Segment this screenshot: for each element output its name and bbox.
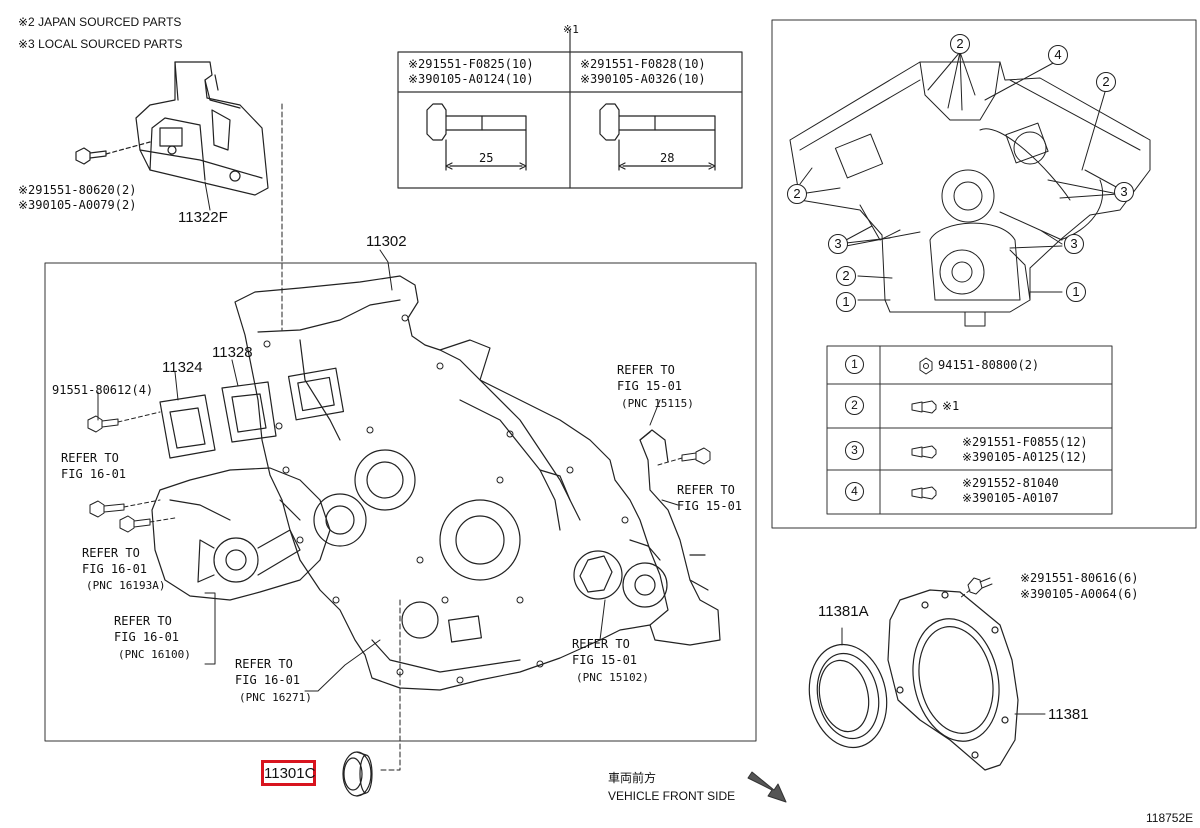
note-local-parts: ※3 LOCAL SOURCED PARTS bbox=[18, 37, 183, 51]
legend-row-4-number: 4 bbox=[845, 482, 864, 501]
ref4-c: (PNC 16271) bbox=[239, 691, 312, 704]
rear-retainer-11381-drawing bbox=[887, 589, 1046, 771]
callout-2-circle: 2 bbox=[787, 184, 807, 204]
part-11381-label[interactable]: 11381 bbox=[1048, 706, 1089, 723]
ref2-c: (PNC 16193A) bbox=[86, 579, 166, 592]
callout-3-circle: 3 bbox=[828, 234, 848, 254]
ref5-a: REFER TO bbox=[617, 363, 675, 377]
part-11381a-label[interactable]: 11381A bbox=[818, 603, 869, 620]
callout-3-circle: 3 bbox=[1064, 234, 1084, 254]
water-pump-drawing bbox=[151, 467, 331, 601]
bolt-table bbox=[397, 29, 743, 189]
bolt-table-left-length: 25 bbox=[479, 151, 494, 165]
bolt-table-right-line1: ※291551-F0828(10) bbox=[580, 57, 706, 71]
rear-bolt-2: ※291551-80616(6) bbox=[1020, 571, 1139, 585]
reference-leaders bbox=[204, 249, 679, 692]
vehicle-front-en: VEHICLE FRONT SIDE bbox=[608, 789, 736, 803]
rear-bolt-3: ※390105-A0064(6) bbox=[1020, 587, 1139, 601]
timing-cover-drawing bbox=[234, 275, 721, 691]
callout-1-circle: 1 bbox=[836, 292, 856, 312]
legend-row-4-part1[interactable]: ※291552-81040 bbox=[962, 476, 1059, 490]
part-11301c-highlight[interactable] bbox=[261, 760, 316, 786]
ref7-b[interactable]: FIG 15-01 bbox=[572, 653, 638, 667]
pump-bolts-drawing bbox=[87, 391, 176, 533]
ref5-c: (PNC 15115) bbox=[621, 397, 694, 410]
callout-2-circle: 2 bbox=[836, 266, 856, 286]
overview-frame bbox=[771, 19, 1197, 529]
part-11302-label[interactable]: 11302 bbox=[366, 233, 407, 250]
note-japan-parts: ※2 JAPAN SOURCED PARTS bbox=[18, 15, 182, 29]
ref6-a: REFER TO bbox=[677, 483, 735, 497]
ref2-a: REFER TO bbox=[82, 546, 140, 560]
overview-cover-drawing bbox=[789, 61, 1151, 327]
ref1-a: REFER TO bbox=[61, 451, 119, 465]
oil-pump-bolt-drawing bbox=[657, 447, 711, 466]
bracket-bolt-2: ※291551-80620(2) bbox=[18, 183, 137, 197]
ref7-c: (PNC 15102) bbox=[576, 671, 649, 684]
ref7-a: REFER TO bbox=[572, 637, 630, 651]
legend-row-3-part2[interactable]: ※390105-A0125(12) bbox=[962, 450, 1088, 464]
part-11322f-label[interactable]: 11322F bbox=[178, 209, 228, 226]
ref3-a: REFER TO bbox=[114, 614, 172, 628]
bracket-bolt-3: ※390105-A0079(2) bbox=[18, 198, 137, 212]
ref3-b[interactable]: FIG 16-01 bbox=[114, 630, 180, 644]
ref3-c: (PNC 16100) bbox=[118, 648, 191, 661]
ref4-a: REFER TO bbox=[235, 657, 293, 671]
vehicle-front-jp: 車両前方 bbox=[608, 771, 657, 785]
callout-4-circle: 4 bbox=[1048, 45, 1068, 65]
ref6-b[interactable]: FIG 15-01 bbox=[677, 499, 743, 513]
legend-row-2-part1[interactable]: ※1 bbox=[942, 399, 960, 413]
vehicle-front-arrow-icon bbox=[747, 771, 787, 803]
ref5-b[interactable]: FIG 15-01 bbox=[617, 379, 683, 393]
oil-seal-11301c-drawing bbox=[342, 751, 373, 797]
bolt-table-left-line1: ※291551-F0825(10) bbox=[408, 57, 534, 71]
rear-bolt-drawing bbox=[959, 577, 993, 599]
callout-1-circle: 1 bbox=[1066, 282, 1086, 302]
gasket-11328-drawing bbox=[221, 381, 277, 443]
bolt-table-right-length: 28 bbox=[660, 151, 675, 165]
overview-leaders bbox=[799, 51, 1119, 301]
legend-row-3-number: 3 bbox=[845, 441, 864, 460]
callout-2-circle: 2 bbox=[950, 34, 970, 54]
ref1-b[interactable]: FIG 16-01 bbox=[61, 467, 127, 481]
legend-row-1-part1[interactable]: 94151-80800(2) bbox=[938, 358, 1040, 372]
bolt-table-left-line2: ※390105-A0124(10) bbox=[408, 72, 534, 86]
part-11301c-label[interactable]: 11301C bbox=[264, 765, 316, 782]
main-bolt-label[interactable]: 91551-80612(4) bbox=[52, 383, 154, 397]
legend-row-2-number: 2 bbox=[845, 396, 864, 415]
bolt-table-marker: ※1 bbox=[563, 23, 579, 36]
bracket-bolt-drawing bbox=[75, 141, 151, 165]
legend-table bbox=[826, 345, 1113, 515]
legend-row-1-number: 1 bbox=[845, 355, 864, 374]
bracket-11322f-drawing bbox=[135, 61, 269, 196]
legend-row-3-part1[interactable]: ※291551-F0855(12) bbox=[962, 435, 1088, 449]
callout-2-circle: 2 bbox=[1096, 72, 1116, 92]
gasket-11324-drawing bbox=[159, 394, 216, 459]
ref4-b[interactable]: FIG 16-01 bbox=[235, 673, 301, 687]
part-11328-label[interactable]: 11328 bbox=[212, 344, 253, 361]
legend-row-4-part2[interactable]: ※390105-A0107 bbox=[962, 491, 1059, 505]
legend-bolt-icons bbox=[911, 357, 937, 500]
rear-seal-11381a-drawing bbox=[808, 627, 888, 749]
part-11324-label[interactable]: 11324 bbox=[162, 359, 203, 376]
seal-dashed-leader bbox=[379, 599, 401, 771]
figure-id: 118752E bbox=[1146, 811, 1194, 825]
ref2-b[interactable]: FIG 16-01 bbox=[82, 562, 148, 576]
bolt-table-right-line2: ※390105-A0326(10) bbox=[580, 72, 706, 86]
callout-3-circle: 3 bbox=[1114, 182, 1134, 202]
